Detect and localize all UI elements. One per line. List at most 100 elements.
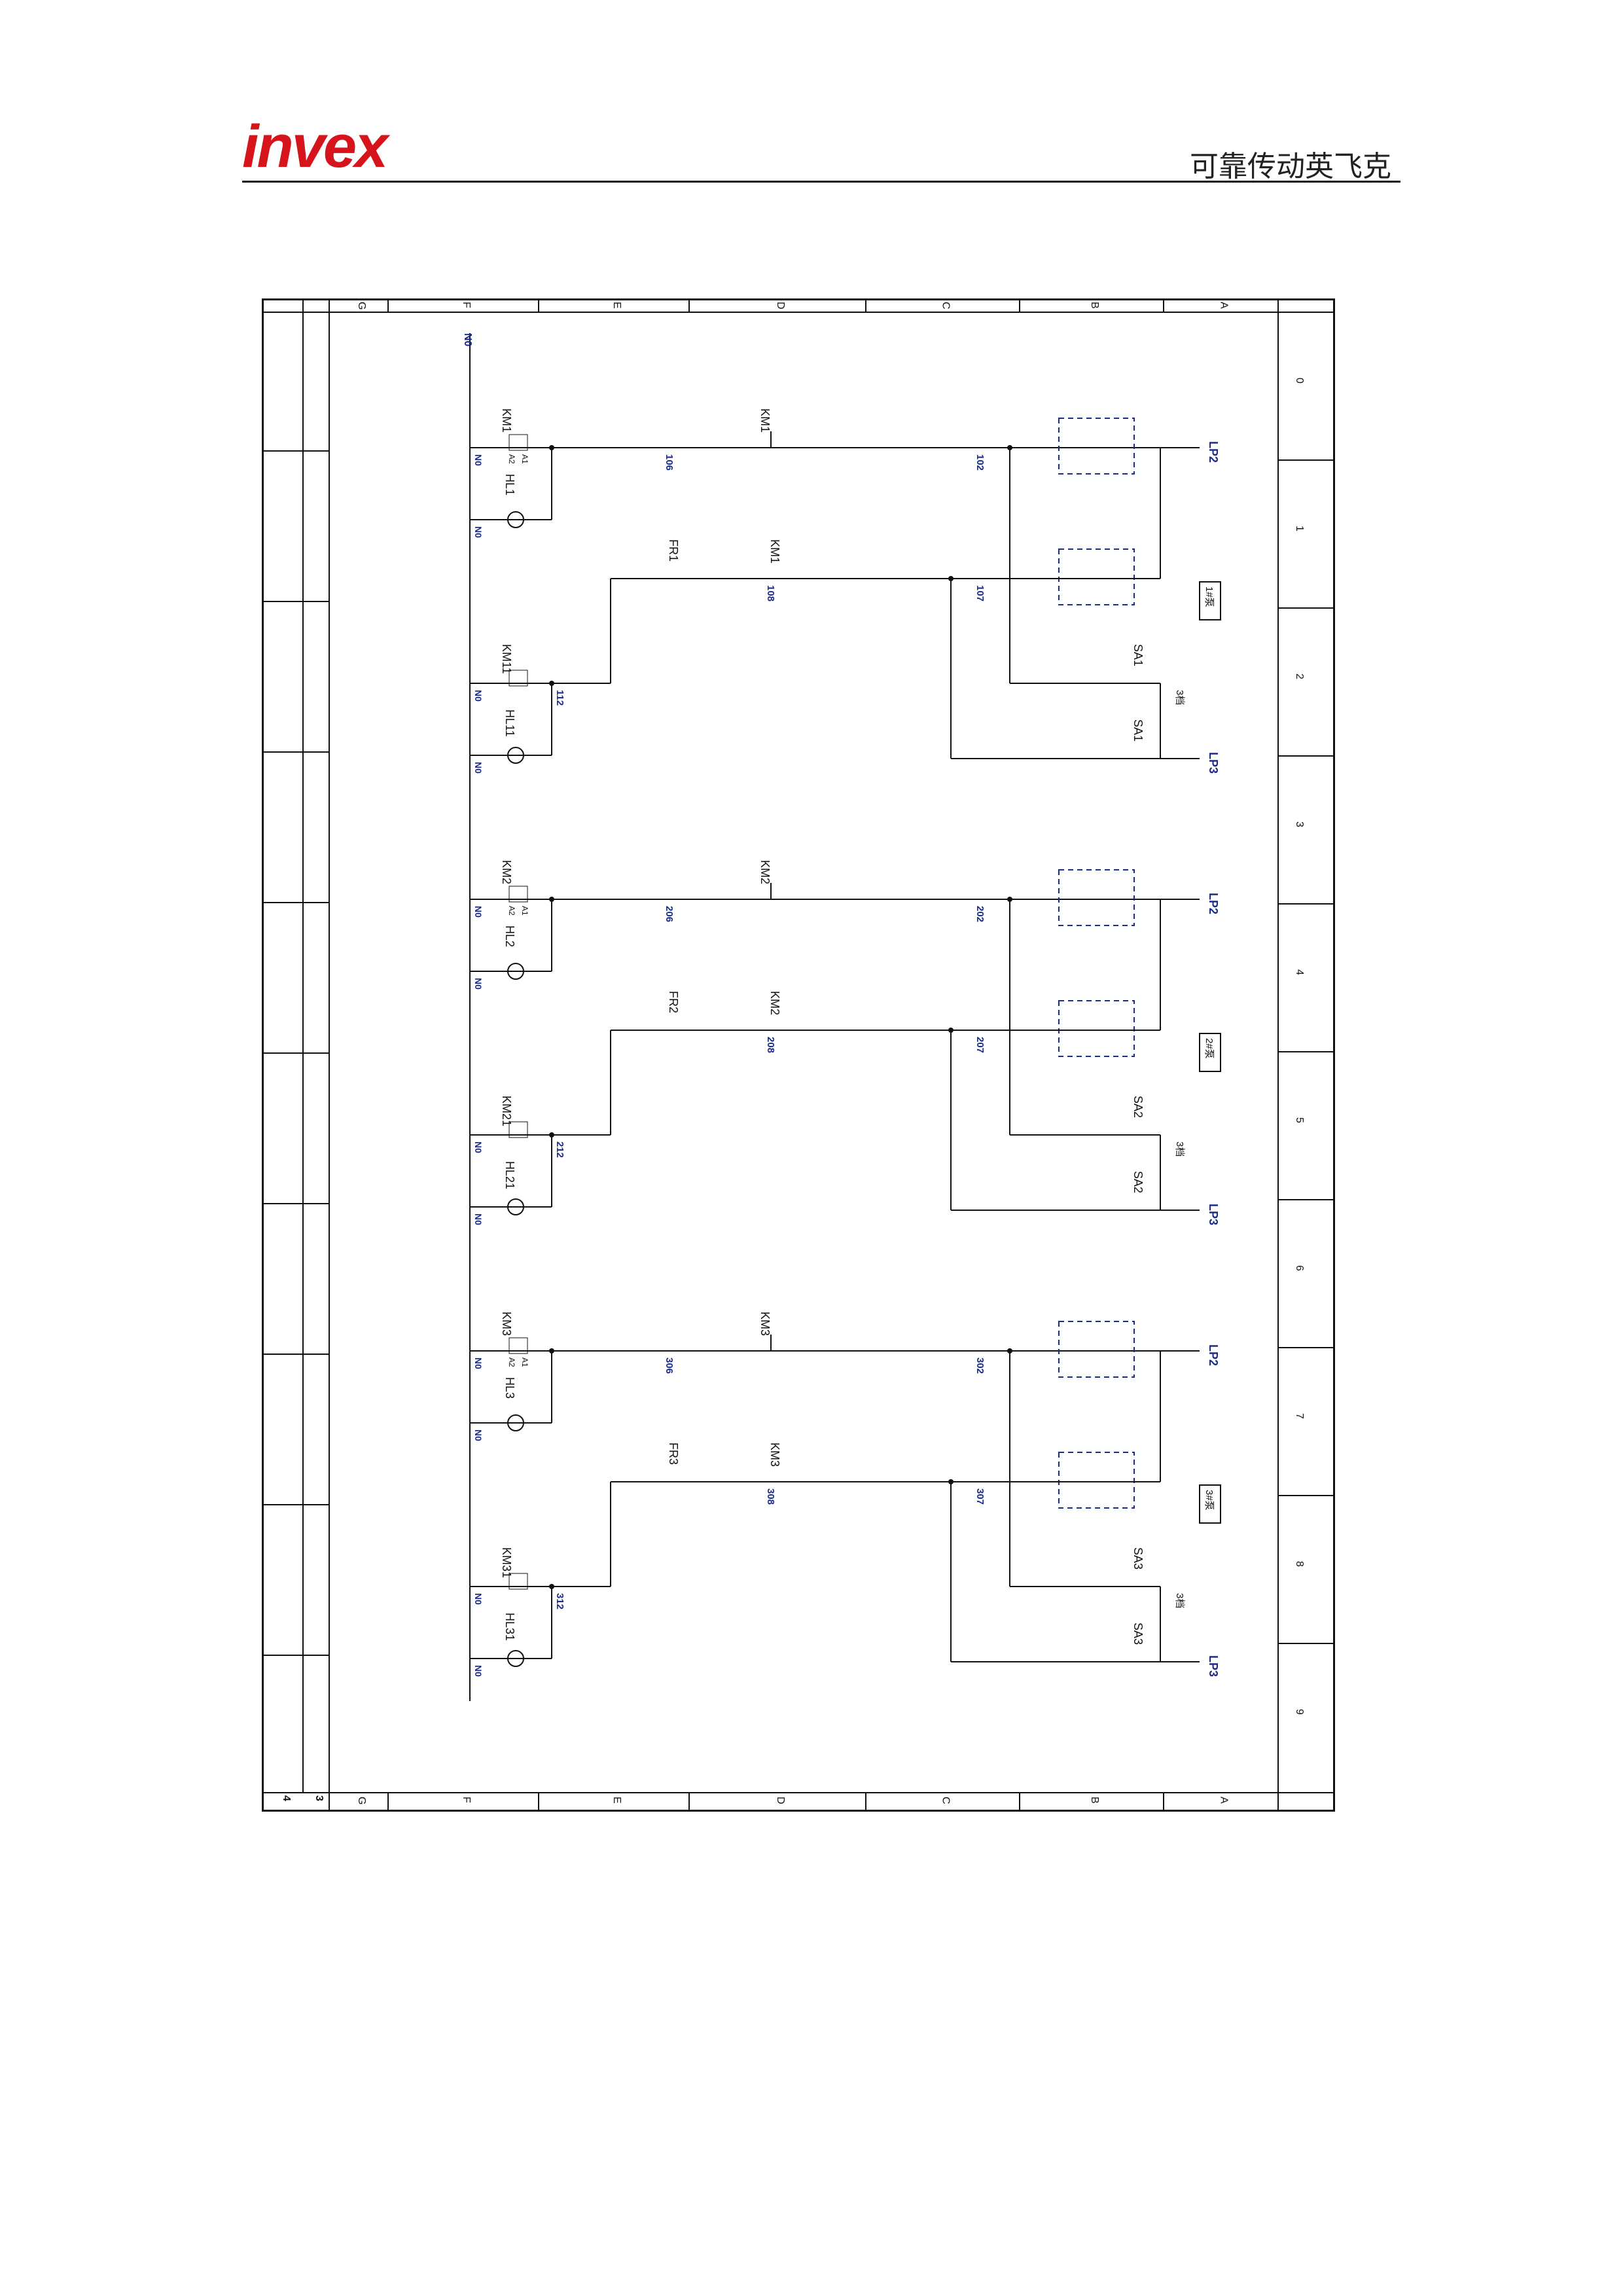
lamp	[507, 1414, 524, 1431]
bus-tap: N0	[473, 1141, 484, 1153]
contact-box	[1058, 1452, 1135, 1509]
coil-label: KM31	[500, 1547, 513, 1578]
lamp-label: HL2	[503, 925, 516, 947]
col-label-bottom: F	[461, 1797, 472, 1803]
lamp	[507, 747, 524, 764]
coil	[508, 886, 528, 903]
bus-tap: N0	[473, 1593, 484, 1605]
lamp-label: HL21	[503, 1161, 516, 1189]
coil-term: A2	[507, 906, 516, 916]
contact-box	[1058, 1321, 1135, 1378]
row-label: 4	[1294, 969, 1305, 975]
selector-label: SA2	[1132, 1096, 1145, 1118]
contact-box	[1058, 548, 1135, 605]
wire-number: 112	[554, 690, 565, 706]
col-label-bottom: C	[940, 1797, 952, 1804]
bus-tap: N0	[473, 690, 484, 702]
col-label-top: B	[1089, 302, 1100, 309]
group-label-box	[1199, 1484, 1221, 1524]
selector-note: 3档	[1174, 1141, 1185, 1157]
invex-logo: invex	[242, 113, 388, 180]
bus-tap: N0	[473, 906, 484, 918]
contact-label: KM1	[758, 408, 772, 433]
col-label-bottom: G	[356, 1797, 367, 1804]
col-label-top: G	[356, 302, 367, 310]
selector-label: SA3	[1132, 1547, 1145, 1570]
junction-dot	[1007, 897, 1012, 902]
wire-number: 102	[974, 454, 986, 471]
col-label-top: F	[461, 302, 472, 308]
group-label-box	[1199, 581, 1221, 620]
contact-label: KM2	[758, 860, 772, 884]
fr-label: FR2	[667, 991, 680, 1013]
row-label: 6	[1294, 1265, 1305, 1271]
col-label-bottom: E	[611, 1797, 622, 1804]
row-label: 2	[1294, 673, 1305, 679]
col-label-bottom: B	[1089, 1797, 1100, 1804]
bus-tap: N0	[473, 1213, 484, 1225]
col-label-top: C	[940, 302, 952, 310]
wire-number: 212	[554, 1141, 565, 1158]
lamp-label: HL3	[503, 1377, 516, 1399]
wire-number: 208	[765, 1037, 776, 1053]
contact-label: KM1	[768, 539, 781, 564]
selector-label: SA2	[1132, 1171, 1145, 1193]
row-label: 3	[1294, 821, 1305, 827]
contact-box	[1058, 869, 1135, 926]
bus-tap: N0	[473, 978, 484, 990]
bus-label: N0	[462, 333, 473, 347]
lamp	[507, 963, 524, 980]
bus-tap: N0	[473, 526, 484, 538]
selector-label: SA1	[1132, 719, 1145, 742]
coil-term: A2	[507, 1357, 516, 1367]
bus-tap: N0	[473, 454, 484, 466]
bus-tap: N0	[473, 1665, 484, 1677]
coil-term: A1	[520, 1357, 529, 1367]
coil-label: KM3	[500, 1312, 513, 1336]
coil-label: KM1	[500, 408, 513, 433]
coil-term: A1	[520, 906, 529, 916]
row-label: 8	[1294, 1561, 1305, 1567]
wire-number: 202	[974, 906, 986, 922]
wire-number: 306	[664, 1357, 675, 1374]
row-label: 7	[1294, 1413, 1305, 1419]
wire-number: 302	[974, 1357, 986, 1374]
group-label: 1#泵	[1204, 586, 1215, 607]
junction-dot	[1007, 445, 1012, 450]
row-label: 1	[1294, 526, 1305, 531]
junction-dot	[1007, 1348, 1012, 1354]
col-label-bottom: D	[775, 1797, 786, 1804]
coil-label: KM21	[500, 1096, 513, 1126]
coil	[508, 434, 528, 451]
col-label-top: D	[775, 302, 786, 310]
wire-number: 207	[974, 1037, 986, 1053]
row-label: 0	[1294, 378, 1305, 384]
col-label-top: A	[1219, 302, 1230, 309]
coil	[508, 1121, 528, 1138]
group-label: 3#泵	[1204, 1490, 1215, 1511]
lp-label: LP3	[1207, 752, 1220, 774]
sheet-number: 3	[313, 1795, 325, 1801]
contact-box	[1058, 418, 1135, 475]
wire-number: 206	[664, 906, 675, 922]
sheet-total: 4	[281, 1795, 292, 1801]
selector-label: SA3	[1132, 1623, 1145, 1645]
lp-label: LP2	[1207, 441, 1220, 463]
col-label-top: E	[611, 302, 622, 309]
wire-number: 312	[554, 1593, 565, 1609]
lp-label: LP3	[1207, 1655, 1220, 1677]
coil-term: A1	[520, 454, 529, 464]
selector-label: SA1	[1132, 644, 1145, 666]
coil-label: KM11	[500, 644, 513, 674]
group-label-box	[1199, 1033, 1221, 1072]
coil-label: KM2	[500, 860, 513, 884]
header-slogan: 可靠传动英飞克	[1190, 150, 1391, 183]
coil	[508, 1337, 528, 1354]
fr-label: FR3	[667, 1443, 680, 1465]
contact-label: KM3	[758, 1312, 772, 1336]
page-header: invex 可靠传动英飞克	[242, 111, 1400, 183]
fr-label: FR1	[667, 539, 680, 562]
coil	[508, 1573, 528, 1590]
lp-label: LP3	[1207, 1204, 1220, 1225]
